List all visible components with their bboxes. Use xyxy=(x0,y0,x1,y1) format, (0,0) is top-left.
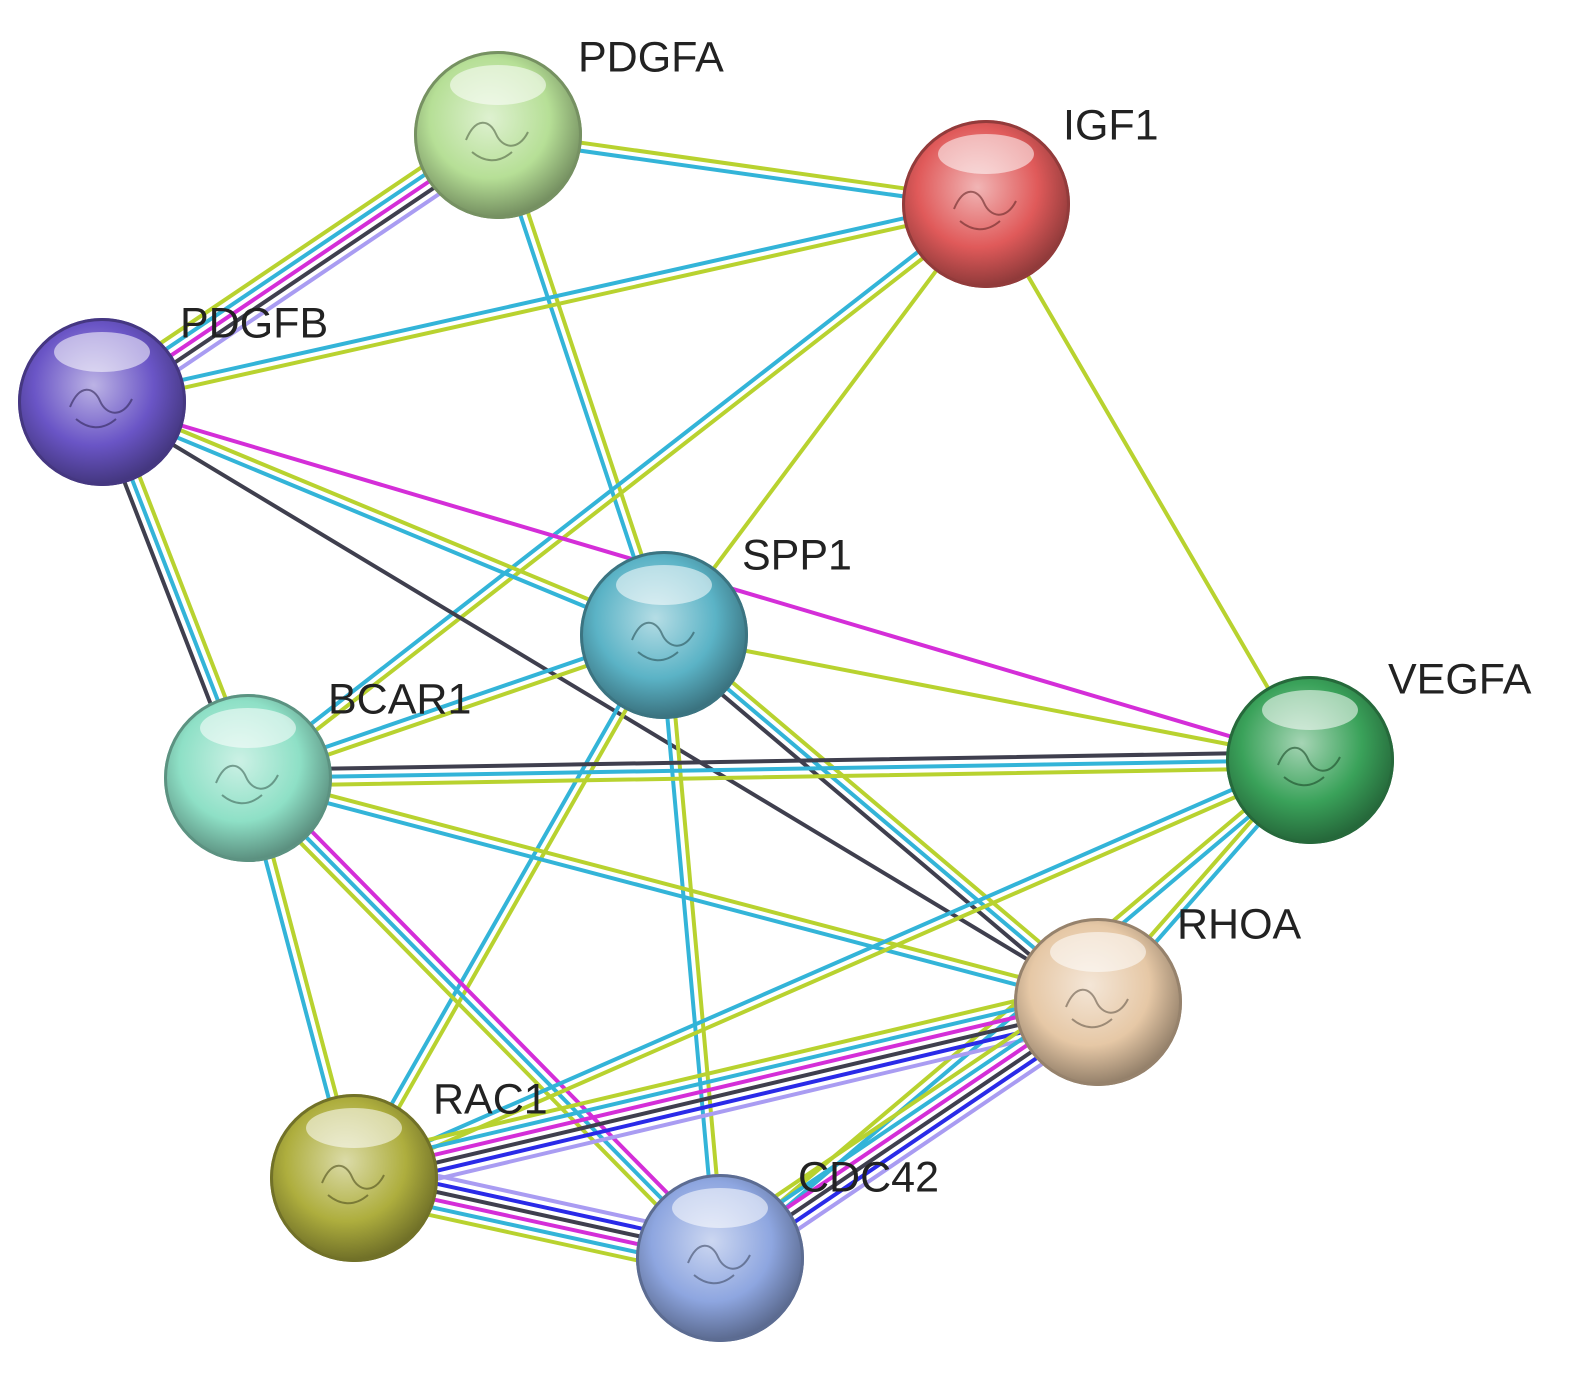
node-label: VEGFA xyxy=(1388,655,1532,703)
node-igf1[interactable]: IGF1 xyxy=(902,101,1159,288)
edge-line-coexpression xyxy=(656,639,1095,1011)
protein-structure-icon xyxy=(215,764,279,805)
edge-line-database xyxy=(492,134,663,639)
edge-igf1-pdgfb[interactable] xyxy=(99,198,989,408)
edge-line-database xyxy=(98,403,665,641)
edge-line-database xyxy=(350,754,1311,1177)
node-rim xyxy=(1014,918,1182,1086)
edge-line-textmining xyxy=(347,980,1096,1161)
node-rim xyxy=(18,318,186,486)
edge-igf1-spp1[interactable] xyxy=(662,202,988,637)
protein-structure-icon xyxy=(1277,746,1341,787)
edge-igf1-bcar1[interactable] xyxy=(243,198,991,784)
edge-line-textmining xyxy=(662,202,988,637)
node-rim xyxy=(580,551,748,719)
edge-line-textmining xyxy=(248,205,991,784)
edge-line-textmining xyxy=(101,396,668,634)
edge-line-textmining xyxy=(247,772,1102,1001)
protein-structure-icon xyxy=(953,190,1017,231)
edge-line-textmining xyxy=(665,632,726,1260)
edge-spp1-cdc42[interactable] xyxy=(658,632,726,1261)
edge-line-textmining xyxy=(662,633,1312,762)
node-label: BCAR1 xyxy=(328,675,471,723)
edge-line-experimental xyxy=(351,996,1100,1177)
protein-structure-icon xyxy=(631,621,695,662)
edge-line-textmining xyxy=(667,626,1106,998)
edge-bcar1-cdc42[interactable] xyxy=(240,770,728,1266)
node-rim xyxy=(1226,676,1394,844)
node-cdc42[interactable]: CDC42 xyxy=(636,1153,939,1342)
node-rim xyxy=(636,1174,804,1342)
node-label: RAC1 xyxy=(433,1075,548,1123)
protein-structure-icon xyxy=(687,1244,751,1285)
edge-line-textmining xyxy=(715,754,1310,1257)
protein-structure-icon xyxy=(321,1164,385,1205)
edge-line-database xyxy=(246,776,722,1260)
edge-spp1-rac1[interactable] xyxy=(348,631,670,1182)
node-label: SPP1 xyxy=(742,531,852,579)
protein-structure-icon xyxy=(1065,988,1129,1029)
edge-vegfa-rac1[interactable] xyxy=(350,754,1314,1184)
edge-line-textmining xyxy=(355,634,670,1182)
node-spp1[interactable]: SPP1 xyxy=(580,531,852,719)
edge-line-homology xyxy=(356,1019,1105,1200)
edge-line-coexpression xyxy=(245,750,1312,773)
edge-line-database xyxy=(99,198,988,401)
edge-igf1-vegfa[interactable] xyxy=(984,202,1312,762)
edge-line-database xyxy=(348,631,663,1179)
edge-line-database xyxy=(658,633,719,1261)
edge-line-textmining xyxy=(499,131,670,636)
node-label: PDGFA xyxy=(578,33,724,81)
node-pdgfb[interactable]: PDGFB xyxy=(18,299,328,486)
edge-line-coexpression xyxy=(100,400,1100,1004)
protein-structure-icon xyxy=(465,121,529,162)
edge-line-textmining xyxy=(246,765,1313,788)
node-pdgfa[interactable]: PDGFA xyxy=(414,33,724,219)
node-label: RHOA xyxy=(1177,900,1302,948)
edge-line-textmining xyxy=(100,205,989,408)
edge-line-neighborhood xyxy=(354,1011,1103,1192)
node-label: CDC42 xyxy=(798,1153,939,1201)
edge-pdgfa-spp1[interactable] xyxy=(492,131,670,639)
node-vegfa[interactable]: VEGFA xyxy=(1226,655,1532,844)
edge-line-database xyxy=(662,633,1100,1004)
edge-line-database xyxy=(244,779,1099,1008)
node-rim xyxy=(414,51,582,219)
edge-line-textmining xyxy=(984,202,1312,762)
edge-line-database xyxy=(243,198,986,777)
edge-line-textmining xyxy=(353,761,1314,1184)
edge-line-database xyxy=(349,988,1098,1169)
edge-line-coexpression xyxy=(352,1003,1101,1184)
edge-pdgfb-spp1[interactable] xyxy=(98,396,668,641)
node-rim xyxy=(270,1094,438,1262)
node-rim xyxy=(902,120,1070,288)
edge-bcar1-rhoa[interactable] xyxy=(244,772,1102,1008)
node-label: IGF1 xyxy=(1063,101,1159,149)
edge-line-database xyxy=(246,758,1312,780)
protein-structure-icon xyxy=(69,388,133,429)
edge-line-textmining xyxy=(240,781,717,1266)
edge-pdgfb-rhoa[interactable] xyxy=(100,400,1100,1004)
edge-spp1-vegfa[interactable] xyxy=(662,633,1312,762)
node-label: PDGFB xyxy=(180,299,328,347)
node-rac1[interactable]: RAC1 xyxy=(270,1075,548,1262)
edge-spp1-rhoa[interactable] xyxy=(656,626,1106,1011)
edge-rhoa-rac1[interactable] xyxy=(347,980,1105,1200)
edge-line-experimental xyxy=(251,770,728,1255)
node-rim xyxy=(164,694,332,862)
edge-bcar1-vegfa[interactable] xyxy=(245,750,1313,788)
